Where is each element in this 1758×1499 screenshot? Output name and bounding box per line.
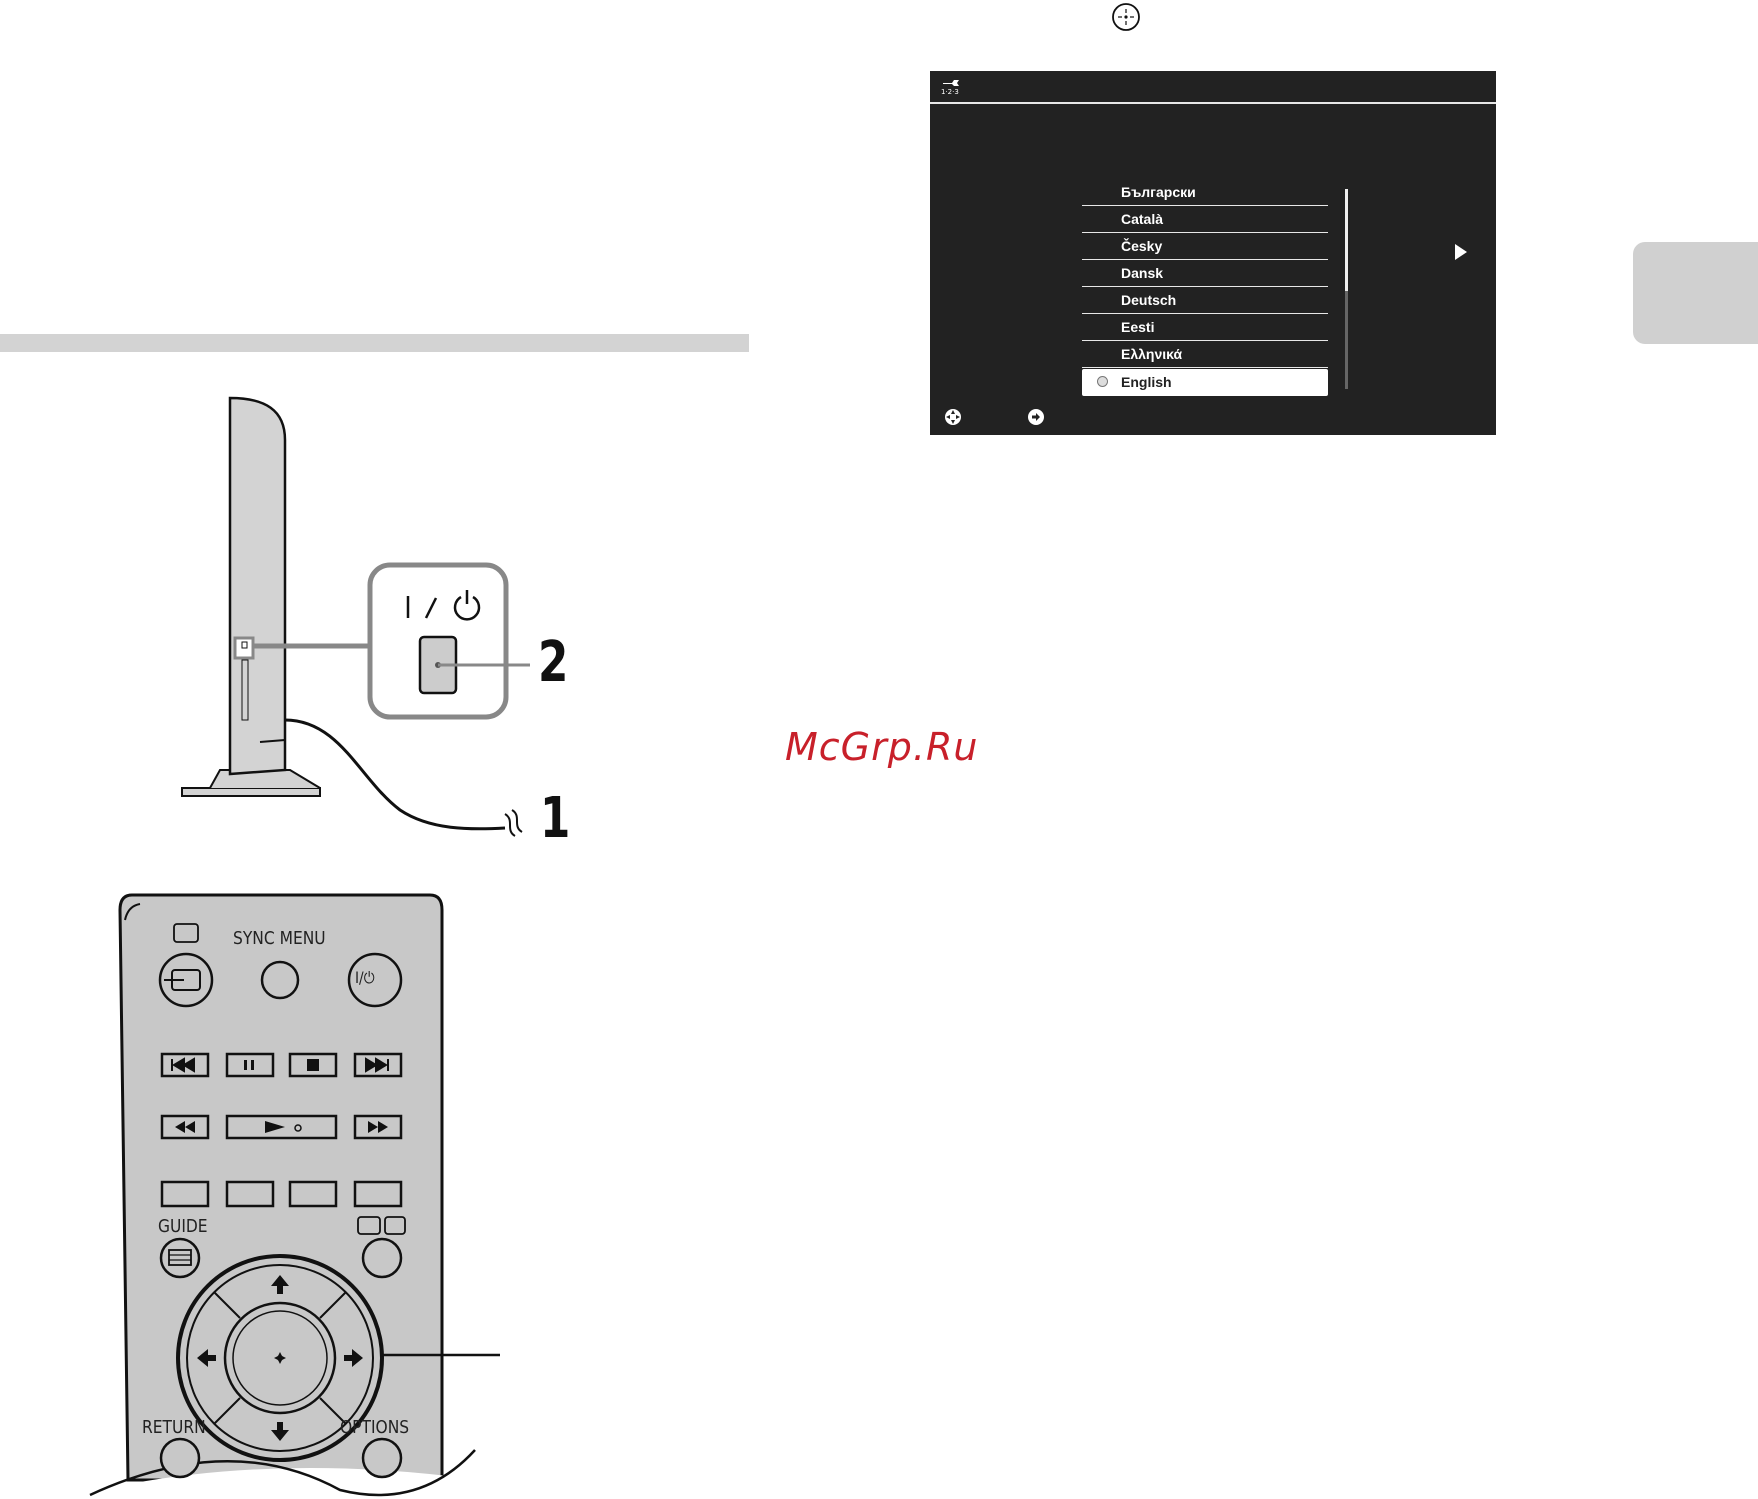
language-item-selected[interactable]: English xyxy=(1082,369,1328,396)
callout-step-2: 2 xyxy=(538,630,568,695)
chapter-tab xyxy=(1633,242,1758,344)
language-item[interactable]: Česky xyxy=(1082,233,1328,260)
language-list[interactable]: Български Català Česky Dansk Deutsch Ees… xyxy=(1082,179,1328,396)
setup-caption: 1·2·3 xyxy=(941,88,959,96)
return-label: RETURN xyxy=(142,1417,206,1438)
remote-control xyxy=(80,890,500,1499)
language-setup-screen: 1·2·3 Български Català Česky Dansk Deuts… xyxy=(930,71,1496,435)
power-button-label: I/⏻ xyxy=(355,968,375,988)
header-divider xyxy=(930,102,1496,104)
language-item[interactable]: Български xyxy=(1082,179,1328,206)
list-scrollbar[interactable] xyxy=(1345,189,1348,389)
section-heading-bar xyxy=(0,334,749,352)
guide-label: GUIDE xyxy=(158,1216,208,1237)
sync-menu-label: SYNC MENU xyxy=(233,928,326,949)
language-item[interactable]: Eesti xyxy=(1082,314,1328,341)
scrollbar-thumb[interactable] xyxy=(1345,189,1348,291)
enter-icon xyxy=(1111,2,1141,32)
options-label: OPTIONS xyxy=(340,1417,409,1438)
tv-side-illustration xyxy=(170,390,580,850)
callout-step-1: 1 xyxy=(540,786,570,851)
navigate-icon xyxy=(944,408,962,426)
watermark: McGrp.Ru xyxy=(785,725,978,769)
language-item[interactable]: Català xyxy=(1082,206,1328,233)
next-arrow-icon xyxy=(1455,244,1467,260)
language-item[interactable]: Deutsch xyxy=(1082,287,1328,314)
radio-icon xyxy=(1097,376,1108,387)
language-item[interactable]: Ελληνικά xyxy=(1082,341,1328,368)
language-item[interactable]: Dansk xyxy=(1082,260,1328,287)
next-circle-icon xyxy=(1027,408,1045,426)
